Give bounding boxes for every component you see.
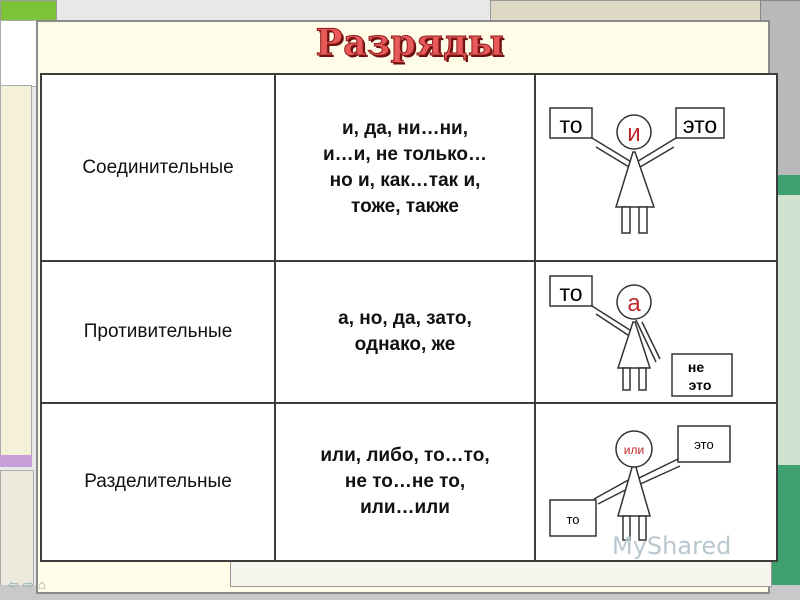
category-cell: Соединительные xyxy=(40,73,276,262)
figure-cell: то а не это xyxy=(534,260,778,404)
conjunctions-cell: а, но, да, зато, однако, же xyxy=(274,260,536,404)
body xyxy=(616,321,652,369)
right-box-label: это xyxy=(689,377,712,393)
leg xyxy=(638,367,647,391)
conjunction-line: не то…не то, xyxy=(344,471,466,492)
leg xyxy=(638,515,647,541)
conjunction-line: тоже, также xyxy=(351,195,459,217)
right-arm xyxy=(634,458,679,481)
conjunctions-cell: или, либо, то…то, не то…не то, или…или xyxy=(274,402,536,562)
right-arm xyxy=(635,465,681,487)
right-box xyxy=(675,107,725,139)
category-label: Разделительные xyxy=(84,471,232,492)
leg xyxy=(638,206,648,234)
right-box-label: не xyxy=(688,359,704,375)
left-arm xyxy=(591,137,634,164)
left-arm xyxy=(595,146,635,171)
conjunction-line: или…или xyxy=(360,497,450,518)
conjunctions-cell: и, да, ни…ни, и…и, не только… но и, как…… xyxy=(274,73,536,262)
left-box xyxy=(549,275,593,307)
figure-cell: это или то xyxy=(534,402,778,562)
slide-nav: ⇦⇨⌂ xyxy=(8,577,50,593)
conjunction-table: Соединительные и, да, ни…ни, и…и, не тол… xyxy=(40,73,778,562)
leg xyxy=(622,515,631,541)
figure-cell: то это и xyxy=(534,73,778,262)
right-arm xyxy=(641,321,661,360)
head xyxy=(616,114,652,150)
left-box-label: то xyxy=(559,280,582,306)
head xyxy=(616,284,652,320)
category-cell: Противительные xyxy=(40,260,276,404)
head xyxy=(615,430,653,468)
left-arm xyxy=(591,305,634,333)
table-row: Противительные а, но, да, зато, однако, … xyxy=(40,260,778,404)
right-box xyxy=(671,353,733,397)
right-arm xyxy=(635,319,657,363)
conjunction-line: а, но, да, зато, xyxy=(338,308,472,329)
left-arm xyxy=(593,477,633,500)
right-box xyxy=(677,425,731,463)
left-arm xyxy=(595,313,635,340)
table-row: Соединительные и, да, ни…ни, и…и, не тол… xyxy=(40,73,778,262)
left-box-label: то xyxy=(559,112,582,138)
arrow-left-icon[interactable]: ⇦ xyxy=(8,577,23,592)
left-box xyxy=(549,107,593,139)
watermark: MyShared xyxy=(612,532,732,560)
conjunction-line: и…и, не только… xyxy=(322,143,488,165)
head-label: а xyxy=(627,290,641,317)
right-arm xyxy=(634,137,677,164)
body xyxy=(617,463,651,517)
bg-block xyxy=(0,85,32,467)
category-label: Соединительные xyxy=(82,156,234,178)
bg-block xyxy=(0,455,32,467)
right-box-label: это xyxy=(683,112,717,138)
right-arm xyxy=(634,146,675,171)
arrow-right-icon[interactable]: ⇨ xyxy=(22,577,38,592)
left-box xyxy=(549,499,597,537)
figure-joining: то это и xyxy=(549,107,725,234)
category-cell: Разделительные xyxy=(40,402,276,562)
head-label: или xyxy=(624,443,644,457)
conjunction-line: и, да, ни…ни, xyxy=(341,117,468,139)
conjunction-line: однако, же xyxy=(354,334,456,355)
figure-contrasting: то а не это xyxy=(549,275,733,397)
leg xyxy=(621,206,631,234)
conjunction-line: но и, как…так и, xyxy=(329,169,481,191)
leg xyxy=(622,367,631,391)
home-icon[interactable]: ⌂ xyxy=(37,577,50,592)
conjunction-line: или, либо, то…то, xyxy=(320,445,490,466)
right-box-label: это xyxy=(694,437,713,452)
figure-dividing: это или то xyxy=(549,425,731,541)
category-label: Противительные xyxy=(83,321,233,342)
head-label: и xyxy=(627,120,640,147)
bg-block xyxy=(0,470,34,592)
table-row: Разделительные или, либо, то…то, не то…н… xyxy=(40,402,778,562)
body xyxy=(614,151,656,208)
bg-block xyxy=(0,0,57,22)
left-box-label: то xyxy=(566,512,579,527)
